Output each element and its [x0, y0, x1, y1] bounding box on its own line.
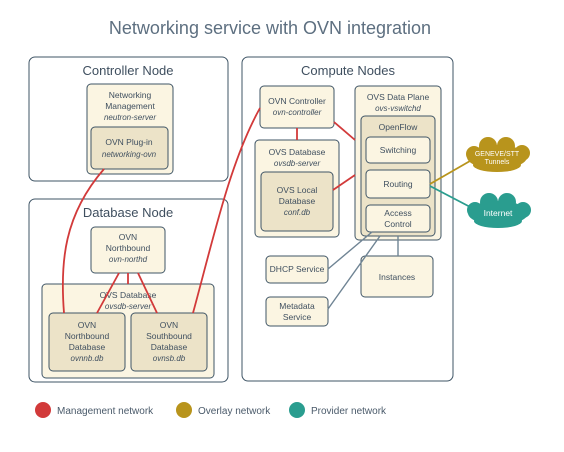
- ovn-northbound-box: OVN Northbound ovn-northd: [90, 226, 166, 274]
- legend-label-management: Management network: [57, 406, 154, 417]
- ovn-northbound-line1: OVN: [119, 232, 137, 242]
- sb-db-line2: Southbound: [146, 331, 192, 341]
- mgmt-line-northd-to-sbdb: [137, 272, 158, 314]
- ovs-data-plane-line1: OVS Data Plane: [367, 92, 430, 102]
- networking-management-line2: Management: [105, 101, 155, 111]
- connections: [61, 107, 475, 314]
- mgmt-line-controller-to-dataplane: [333, 121, 356, 141]
- legend-item-management: Management network: [35, 402, 154, 418]
- sb-db-line1: OVN: [160, 320, 178, 330]
- metadata-service-line2: Service: [283, 312, 312, 322]
- compute-ovs-database-sub: ovsdb-server: [274, 159, 321, 168]
- routing-box: Routing: [365, 169, 431, 199]
- access-control-line2: Control: [384, 219, 412, 229]
- dhcp-service-label: DHCP Service: [270, 264, 325, 274]
- diagram-title: Networking service with OVN integration: [109, 18, 431, 38]
- nb-db-line1: OVN: [78, 320, 96, 330]
- legend-label-provider: Provider network: [311, 406, 387, 417]
- provider-line-routing-to-internet: [429, 185, 475, 210]
- networking-management-line1: Networking: [109, 90, 152, 100]
- metadata-service-line1: Metadata: [279, 301, 315, 311]
- instances-box: Instances: [360, 255, 434, 298]
- ovn-northbound-sub: ovn-northd: [109, 255, 148, 264]
- link-access-to-dhcp: [327, 231, 373, 270]
- overlay-line-routing-to-tunnels: [429, 160, 471, 185]
- networking-management-sub: neutron-server: [104, 113, 156, 122]
- dhcp-service-box: DHCP Service: [265, 255, 329, 284]
- ovn-controller-sub: ovn-controller: [273, 108, 322, 117]
- nb-db-line3: Database: [69, 342, 106, 352]
- mgmt-line-sbdb-to-controller: [192, 107, 261, 314]
- ovs-data-plane-sub: ovs-vswitchd: [375, 104, 421, 113]
- database-node-title: Database Node: [83, 205, 173, 220]
- ovn-nb-database-box: OVN Northbound Database ovnnb.db: [48, 312, 126, 372]
- ovs-local-db-line2: Database: [279, 196, 316, 206]
- openflow-label: OpenFlow: [379, 122, 419, 132]
- sb-db-sub: ovnsb.db: [153, 354, 186, 363]
- ovn-controller-line1: OVN Controller: [268, 96, 326, 106]
- ovn-northbound-line2: Northbound: [106, 243, 151, 253]
- compute-nodes-title: Compute Nodes: [301, 63, 395, 78]
- geneve-line2: Tunnels: [485, 159, 510, 166]
- internet-label: Internet: [484, 208, 513, 218]
- nb-db-line2: Northbound: [65, 331, 110, 341]
- nb-db-sub: ovnnb.db: [71, 354, 104, 363]
- db-ovs-database-line1: OVS Database: [100, 290, 157, 300]
- instances-label: Instances: [379, 272, 415, 282]
- legend-item-provider: Provider network: [289, 402, 387, 418]
- mgmt-line-northd-to-nbdb: [96, 272, 120, 314]
- compute-ovs-database-line1: OVS Database: [269, 147, 326, 157]
- internet-cloud: Internet: [467, 193, 531, 228]
- access-control-line1: Access: [384, 208, 411, 218]
- geneve-tunnels-cloud: GENEVE/STT Tunnels: [466, 137, 530, 172]
- metadata-service-box: Metadata Service: [265, 296, 329, 327]
- controller-node: Controller Node Networking Management ne…: [28, 56, 229, 182]
- ovn-sb-database-box: OVN Southbound Database ovnsb.db: [130, 312, 208, 372]
- mgmt-line-plugin-to-nbdb: [61, 168, 105, 314]
- link-access-to-metadata: [327, 235, 381, 310]
- ovs-local-db-line1: OVS Local: [277, 185, 318, 195]
- controller-node-title: Controller Node: [82, 63, 173, 78]
- legend-label-overlay: Overlay network: [198, 406, 271, 417]
- ovn-plugin-sub: networking-ovn: [102, 150, 157, 159]
- compute-nodes: Compute Nodes OVN Controller ovn-control…: [241, 56, 454, 382]
- ovn-plugin-line1: OVN Plug-in: [105, 137, 153, 147]
- routing-label: Routing: [383, 179, 413, 189]
- access-control-box: Access Control: [365, 204, 431, 233]
- legend: Management network Overlay network Provi…: [35, 402, 387, 418]
- switching-label: Switching: [380, 145, 417, 155]
- legend-swatch-overlay: [176, 402, 192, 418]
- ovn-plugin-box: OVN Plug-in networking-ovn: [90, 126, 169, 170]
- ovn-controller-box: OVN Controller ovn-controller: [259, 85, 335, 129]
- mgmt-line-localdb-to-dataplane: [332, 174, 356, 191]
- sb-db-line3: Database: [151, 342, 188, 352]
- switching-box: Switching: [365, 136, 431, 164]
- ovs-local-database-box: OVS Local Database conf.db: [260, 171, 334, 232]
- ovs-local-db-sub: conf.db: [284, 208, 311, 217]
- db-ovs-database-sub: ovsdb-server: [105, 302, 152, 311]
- legend-swatch-management: [35, 402, 51, 418]
- legend-swatch-provider: [289, 402, 305, 418]
- database-node: Database Node OVN Northbound ovn-northd …: [28, 198, 229, 383]
- geneve-line1: GENEVE/STT: [475, 151, 520, 158]
- legend-item-overlay: Overlay network: [176, 402, 271, 418]
